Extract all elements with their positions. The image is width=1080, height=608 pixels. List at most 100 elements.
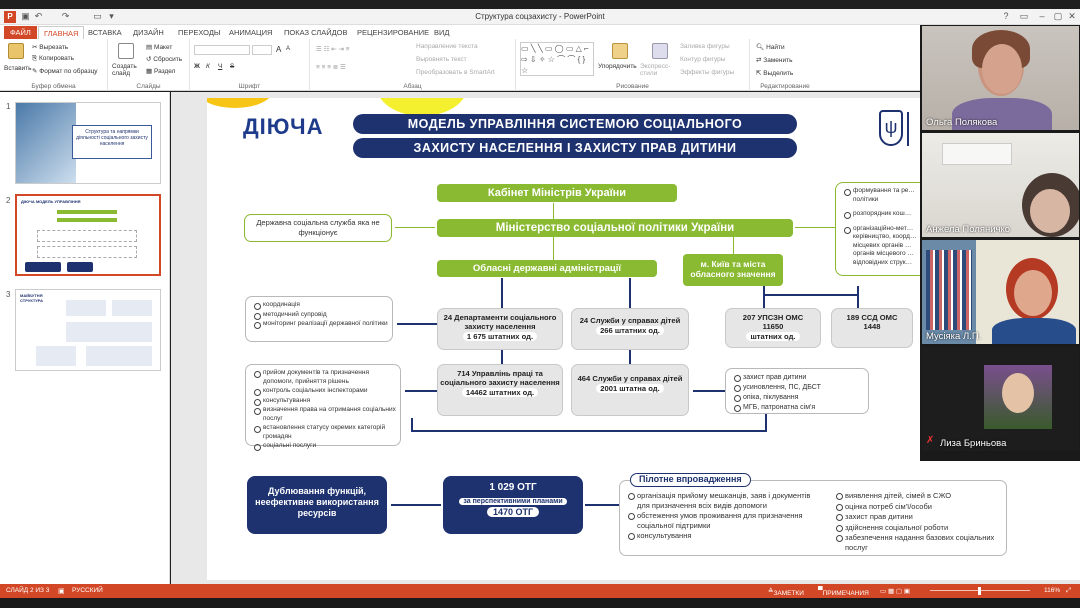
new-slide-button[interactable]: Создать слайд [112,63,137,77]
list-item: захист прав дитини [836,512,1004,522]
select-button[interactable]: ⇱ Выделить [756,70,794,77]
text-direction-button[interactable]: Направление текста [416,43,478,50]
participant-tile[interactable]: Ольга Полякова [922,26,1079,130]
new-slide-icon[interactable] [118,43,134,59]
box-count: 2001 штатна од. [596,384,664,393]
view-buttons[interactable]: ▭ ▦ ▢ ▣ [880,588,910,595]
comments-button[interactable]: ▀ ПРИМЕЧАНИЯ [818,587,869,597]
thumbnail-title: МАЙБУТНЯ СТРУКТУРА [20,293,44,303]
bold-button[interactable]: Ж [194,63,200,70]
logo-text: ДІЮЧА [243,114,324,139]
shape-outline-button[interactable]: Контур фигуры [680,56,726,63]
arrow-line [397,323,437,325]
save-icon[interactable]: ▣ [21,11,30,21]
tab-home[interactable]: ГЛАВНАЯ [38,26,85,39]
ssd-box: 189 ССД ОМС 1448 [831,308,913,348]
participant-tile[interactable]: ✗ Лиза Бриньова [922,347,1079,451]
spellcheck-icon[interactable]: ▣ [58,588,65,595]
arrow-line [693,390,725,392]
box-count: 266 штатних од. [596,326,664,335]
align-icons[interactable]: ≡ ≡ ≡ ≣ ☰ [316,64,346,71]
slide-thumbnail-3[interactable]: МАЙБУТНЯ СТРУКТУРА [15,289,161,371]
layout-button[interactable]: ▤ Макет [146,44,173,51]
list-item: встановлення статусу окремих категорій г… [254,424,396,441]
zoom-slider-thumb[interactable] [978,587,981,595]
redo-icon[interactable]: ↷ [61,11,70,21]
align-text-button[interactable]: Выровнять текст [416,56,467,63]
notes-button[interactable]: ≙ ЗАМЕТКИ [768,588,804,597]
box-count: 1 675 штатних од. [462,332,538,341]
powerpoint-logo-icon: P [4,11,16,23]
tab-view[interactable]: ВИД [434,28,450,37]
ministry-functions-list: формування та ре… політики розпорядник к… [835,182,925,276]
shape-fill-button[interactable]: Заливка фигуры [680,43,730,50]
close-icon[interactable]: ✕ [1068,11,1076,21]
maximize-icon[interactable]: ▢ [1053,11,1063,21]
start-slideshow-icon[interactable]: ▭ [93,11,102,21]
arrow-line [391,504,441,506]
participant-tile[interactable]: Мусіяка Л.П. [922,240,1079,344]
minimize-icon[interactable]: – [1039,11,1045,21]
tab-insert[interactable]: ВСТАВКА [88,28,122,37]
customize-qat-icon[interactable]: ▾ [109,11,114,21]
copy-button[interactable]: ⎘ Копировать [32,55,75,62]
tab-animations[interactable]: АНИМАЦИЯ [229,28,273,37]
tab-design[interactable]: ДИЗАЙН [133,28,164,37]
smartart-button[interactable]: Преобразовать в SmartArt [416,69,495,76]
font-size-up-button[interactable]: A [276,45,282,54]
underline-button[interactable]: Ч [218,63,223,70]
arrange-icon[interactable] [612,43,628,59]
fit-slide-icon[interactable]: ⤢ [1066,587,1072,594]
arrow-line [501,278,503,308]
paste-icon[interactable] [8,43,24,59]
paste-button[interactable]: Вставить [4,65,32,72]
ribbon-display-icon[interactable]: ▭ [1019,11,1029,21]
italic-button[interactable]: К [206,63,210,70]
tab-review[interactable]: РЕЦЕНЗИРОВАНИЕ [357,28,430,37]
decor-blob [377,98,467,116]
quick-styles-button[interactable]: Экспресс-стили [640,63,671,77]
find-button[interactable]: 🔍︎ Найти [756,44,785,51]
zoom-level[interactable]: 116% [1044,587,1061,594]
help-icon[interactable]: ? [1003,11,1009,21]
replace-button[interactable]: ⇄ Заменить [756,57,793,64]
strikethrough-button[interactable]: S [230,63,235,70]
muted-mic-icon: ✗ [926,435,935,446]
find-label: Найти [766,44,785,51]
ministry-box: Міністерство соціальної політики України [437,219,793,237]
section-button[interactable]: ▦ Раздел [146,68,176,75]
font-size-down-button[interactable]: A [286,46,291,52]
list-item: соціальні послуги [254,442,396,451]
list-item: оцінка потреб сім'ї/особи [836,502,1004,512]
tab-file[interactable]: ФАЙЛ [4,26,37,39]
undo-icon[interactable]: ↶ [34,11,43,21]
otg-count: 1 029 ОТГ [489,482,537,493]
quick-styles-icon[interactable] [652,43,668,59]
font-name-select[interactable] [194,45,250,55]
arrow-line [857,286,859,308]
shape-effects-button[interactable]: Эффекты фигуры [680,69,735,76]
otg-plans: за перспективними планами [459,498,567,505]
tab-slideshow[interactable]: ПОКАЗ СЛАЙДОВ [284,28,348,37]
reset-button[interactable]: ↺ Сбросить [146,56,183,63]
participant-tile[interactable]: Анжела Поляничко [922,133,1079,237]
shapes-gallery[interactable]: ▭ ╲ ╲ ▭ ◯ ▭ △ ⌐ ⇨ ⇩ ✧ ☆ ⌒ ⌒ { } ☆ [520,42,594,76]
font-size-select[interactable] [252,45,272,55]
list-item: розпорядник кош… [844,210,921,219]
box-title: 464 Служби у справах дітей [577,374,683,383]
bullets-icon[interactable]: ☰ ☷ ⇤ ⇥ ≡ [316,46,350,53]
slide-thumbnail-1[interactable]: Структура та напрямки діяльності соціаль… [15,102,161,184]
slide-thumbnail-2[interactable]: ДІЮЧА МОДЕЛЬ УПРАВЛІННЯ [15,194,161,276]
format-painter-button[interactable]: ✎ Формат по образцу [32,68,98,75]
list-item: усиновлення, ПС, ДБСТ [734,383,864,392]
list-item: методичний супровід [254,311,388,319]
cut-button[interactable]: ✂ Вырезать [32,44,69,51]
slide-counter: СЛАЙД 2 ИЗ 3 [6,587,50,594]
list-item: консультування [254,397,396,405]
language-indicator[interactable]: РУССКИЙ [72,587,103,594]
list-item: забезпечення надання базових соціальних … [836,533,1004,552]
section-label: Раздел [153,68,176,75]
arrange-button[interactable]: Упорядочить [598,63,637,70]
clipboard-group: Вставить ✂ Вырезать ⎘ Копировать ✎ Форма… [0,39,108,91]
tab-transitions[interactable]: ПЕРЕХОДЫ [178,28,221,37]
